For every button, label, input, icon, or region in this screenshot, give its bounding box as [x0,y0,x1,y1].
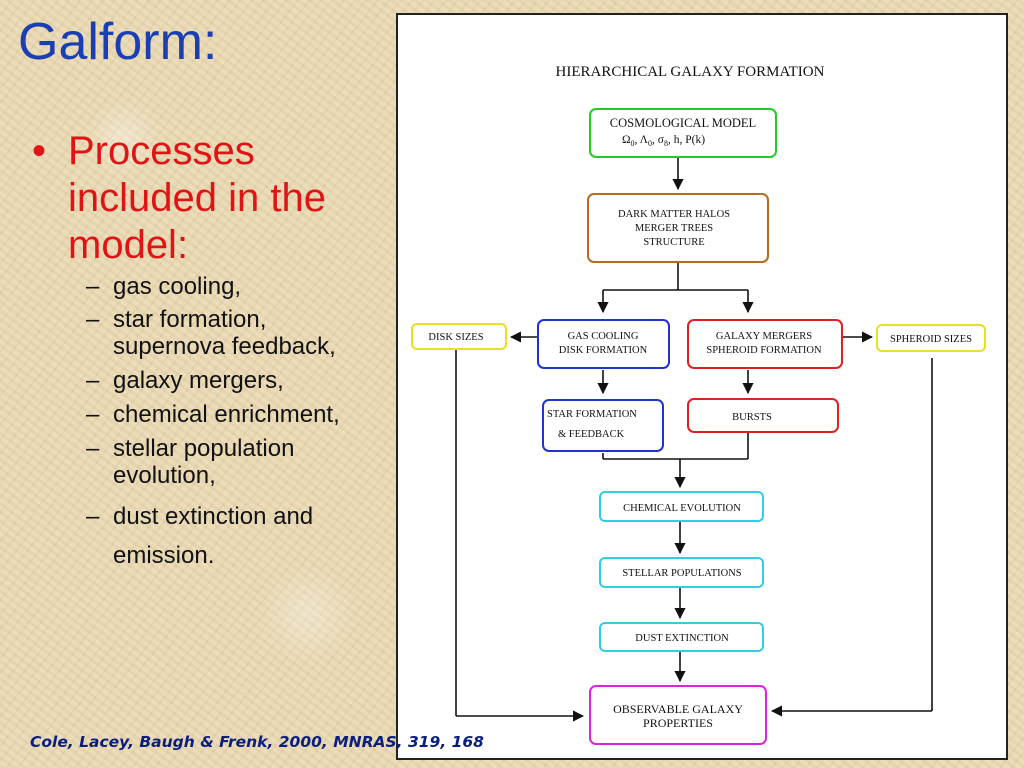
list-item-text: dust extinction and emission. [113,502,314,570]
cosmological-model-box [589,108,777,158]
dust-extinction-box [599,622,764,652]
citation: Cole, Lacey, Baugh & Frenk, 2000, MNRAS,… [30,733,484,751]
box-label: SPHEROID SIZES [890,334,972,345]
flowchart-panel: HIERARCHICAL GALAXY FORMATION [396,13,1008,760]
list-item: –stellar population evolution, [86,434,295,489]
box-label: SPHEROID FORMATION [706,345,822,356]
list-item-text: galaxy mergers, [113,367,284,395]
bursts-box [687,398,839,433]
gas-cooling-box [537,319,670,369]
list-item: –galaxy mergers, [86,367,284,395]
box-label: STELLAR POPULATIONS [622,568,741,579]
box-label: DISK SIZES [428,332,483,343]
bullet-dot-icon: • [32,129,47,173]
cosmological-parameters: Ω0, Λ0, σ8, h, P(k) [622,134,705,148]
box-label: & FEEDBACK [558,429,625,440]
list-item: –chemical enrichment, [86,401,340,429]
box-label: MERGER TREES [635,223,713,234]
main-bullet-text: Processes included in the model: [68,129,326,268]
box-label: GAS COOLING [568,331,639,342]
flowchart-diagram: HIERARCHICAL GALAXY FORMATION [411,64,986,745]
sub-bullet-list: –gas cooling, –star formation, supernova… [30,272,370,576]
chemical-evolution-box [599,491,764,522]
box-label: PROPERTIES [643,716,713,730]
list-item-text: star formation, supernova feedback, [113,306,336,361]
disk-sizes-box [411,323,507,350]
box-label: COSMOLOGICAL MODEL [610,116,756,130]
box-label: DARK MATTER HALOS [618,209,730,220]
stellar-populations-box [599,557,764,588]
spheroid-sizes-box [876,324,986,352]
box-label: BURSTS [732,412,772,423]
box-label: DUST EXTINCTION [635,633,729,644]
star-formation-box [542,399,664,452]
list-item: –dust extinction and emission. [86,502,314,570]
observable-properties-box [589,685,767,745]
bullet-list: • Processes included in the model: –gas … [30,128,370,583]
box-label: CHEMICAL EVOLUTION [623,503,741,514]
main-bullet: • Processes included in the model: [30,128,370,270]
box-label: STAR FORMATION [547,409,637,420]
list-item-text: stellar population evolution, [113,434,295,489]
box-label: DISK FORMATION [559,345,648,356]
diagram-title: HIERARCHICAL GALAXY FORMATION [556,64,825,80]
list-item-text: chemical enrichment, [113,401,340,429]
list-item: –star formation, supernova feedback, [86,306,336,361]
slide-title: Galform: [18,13,218,71]
box-label: STRUCTURE [643,237,704,248]
dark-matter-halos-box [587,193,769,263]
galaxy-mergers-box [687,319,843,369]
box-label: GALAXY MERGERS [716,331,812,342]
box-label: OBSERVABLE GALAXY [613,702,743,716]
list-item: –gas cooling, [86,272,242,300]
connectors [455,157,933,722]
list-item-text: gas cooling, [113,272,242,300]
